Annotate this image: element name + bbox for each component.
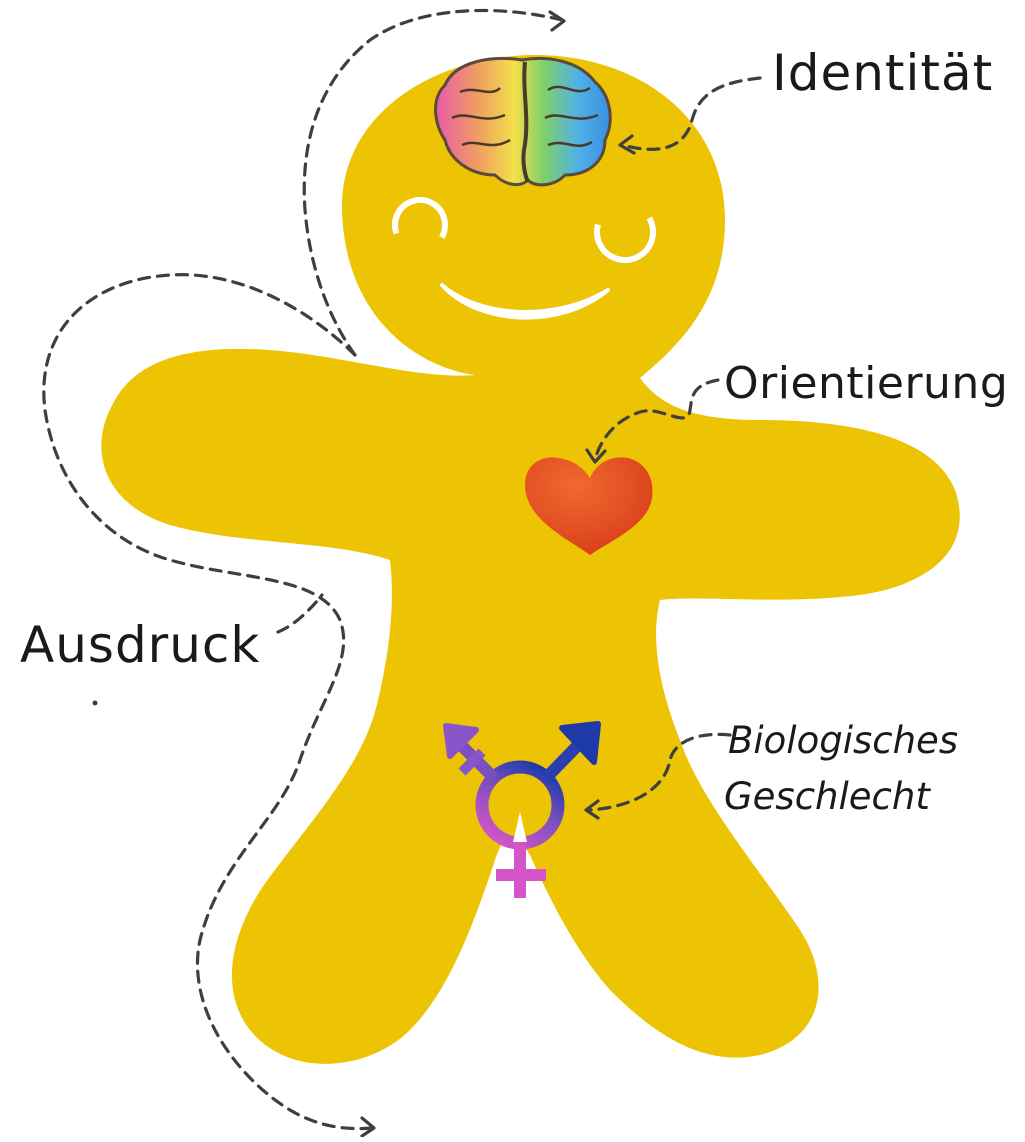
stray-dot <box>93 701 98 706</box>
gingerbread-body <box>101 55 959 1064</box>
expression-label: Ausdruck <box>20 620 260 670</box>
biological-sex-label-line1: Biologisches <box>728 722 958 759</box>
brain-icon <box>436 58 611 184</box>
orientation-label: Orientierung <box>724 362 1008 406</box>
biological-sex-label-line2: Geschlecht <box>724 778 930 815</box>
identity-label: Identität <box>772 48 993 98</box>
